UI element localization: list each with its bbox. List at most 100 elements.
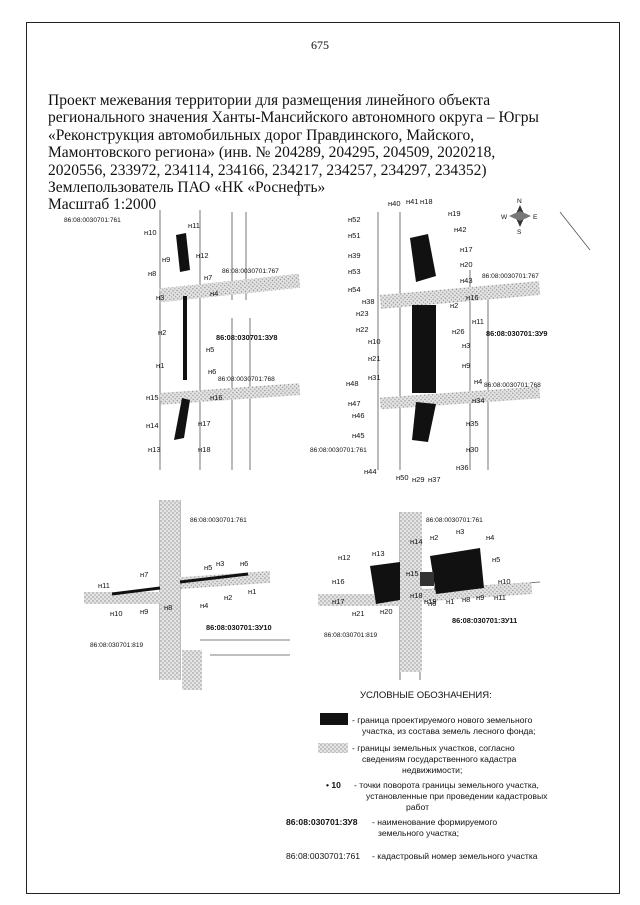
- point-label: н20: [460, 260, 472, 269]
- point-label: н16: [466, 293, 478, 302]
- parcel-name: 86:08:030701:ЗУ9: [486, 329, 548, 338]
- point-label: н38: [362, 297, 374, 306]
- point-label: н9: [140, 607, 148, 616]
- point-label: н16: [332, 577, 344, 586]
- parcel-name: 86:08:030701:ЗУ8: [216, 333, 278, 342]
- legend-item: 86:08:0030701:761 - кадастровый номер зе…: [286, 851, 538, 861]
- title-line: «Реконструкция автомобильных дорог Правд…: [48, 126, 475, 144]
- scale-line: Масштаб 1:2000: [48, 196, 157, 214]
- title-line: Проект межевания территории для размещен…: [48, 92, 491, 109]
- cadastral-number: 86:08:030701:819: [324, 632, 378, 639]
- point-label: н6: [428, 599, 436, 608]
- parcel-name: 86:08:030701:ЗУ10: [206, 623, 272, 632]
- planned-parcel: [176, 233, 190, 272]
- compass-east: E: [533, 214, 538, 221]
- point-label: н45: [352, 431, 364, 440]
- planned-parcel: [174, 398, 190, 440]
- legend-item: 86:08:030701:ЗУ8 - наименование формируе…: [286, 817, 498, 838]
- compass-north: N: [517, 198, 522, 205]
- point-label: н9: [476, 593, 484, 602]
- point-label: н4: [200, 601, 208, 610]
- point-label: н3: [462, 341, 470, 350]
- point-label: н10: [110, 609, 122, 618]
- point-label: н1: [446, 597, 454, 606]
- title-line: Землепользователь ПАО «НК «Роснефть»: [48, 179, 326, 197]
- legend-item: - граница проектируемого нового земельно…: [352, 715, 536, 736]
- point-label: н2: [158, 328, 166, 337]
- title-line: регионального значения Ханты-Мансийского…: [48, 109, 539, 127]
- point-label: н5: [492, 555, 500, 564]
- point-label: н21: [352, 609, 364, 618]
- point-label: н48: [346, 379, 358, 388]
- compass-south: S: [517, 229, 522, 236]
- parcel-name: 86:08:030701:ЗУ11: [452, 616, 517, 625]
- cadastral-parcel: [160, 500, 180, 680]
- point-label: н23: [356, 309, 368, 318]
- point-label: н11: [472, 317, 484, 326]
- cadastral-number: 86:08:0030701:761: [426, 517, 483, 524]
- planned-parcel: [430, 548, 484, 594]
- planned-parcel: [412, 305, 436, 393]
- legend-item: - границы земельных участков, согласно с…: [352, 743, 517, 775]
- planned-parcel: [111, 586, 161, 596]
- legend-heading: УСЛОВНЫЕ ОБОЗНАЧЕНИЯ:: [360, 690, 492, 701]
- cadastral-parcel: [182, 650, 202, 690]
- cadastral-number: 86:08:0030701:761: [190, 517, 247, 524]
- point-label: н4: [210, 289, 218, 298]
- cadastral-number: 86:08:0030701:767: [482, 273, 539, 280]
- point-label: н7: [434, 583, 442, 592]
- point-label: н2: [450, 301, 458, 310]
- cadastral-number: 86:08:0030701:761: [64, 217, 121, 224]
- point-label: н19: [448, 209, 460, 218]
- title-line: 2020556, 233972, 234114, 234166, 234217,…: [48, 161, 487, 179]
- point-label: н14: [146, 421, 158, 430]
- cadastral-number: 86:08:030701:819: [90, 642, 144, 649]
- point-label: н10: [498, 577, 510, 586]
- road-outline: [559, 211, 591, 251]
- point-label: н53: [348, 267, 360, 276]
- point-label: н6: [240, 559, 248, 568]
- compass-west: W: [501, 214, 508, 221]
- cadastral-parcel: [379, 281, 541, 309]
- page-number: 675: [311, 38, 329, 52]
- planned-parcel: [420, 572, 434, 586]
- point-label: н11: [98, 581, 110, 590]
- cadastral-parcel: [159, 383, 301, 405]
- point-label: н44: [364, 467, 376, 476]
- point-label: н42: [454, 225, 466, 234]
- point-label: н11: [188, 221, 200, 230]
- cadastral-parcel: [400, 512, 422, 672]
- point-label: н3: [456, 527, 464, 536]
- planned-parcel: [410, 234, 436, 282]
- point-label: н5: [206, 345, 214, 354]
- legend-swatch-hatch: [318, 743, 348, 753]
- point-label: н36: [456, 463, 468, 472]
- planned-parcel: [412, 402, 436, 442]
- point-label: н22: [356, 325, 368, 334]
- compass: N S W E: [501, 198, 538, 236]
- point-label: н10: [144, 228, 156, 237]
- point-label: н17: [198, 419, 210, 428]
- point-label: н1: [156, 361, 164, 370]
- point-label: н34: [472, 396, 484, 405]
- point-label: н4: [486, 533, 494, 542]
- point-label: н7: [140, 570, 148, 579]
- planned-parcel: [370, 562, 400, 604]
- page-frame: [26, 22, 620, 894]
- planned-parcel: [179, 572, 249, 584]
- road-outline: [159, 210, 201, 470]
- point-label: н10: [368, 337, 380, 346]
- point-label: н7: [204, 273, 212, 282]
- point-label: н4: [474, 377, 482, 386]
- point-label: н19: [424, 597, 436, 606]
- point-label: н12: [338, 553, 350, 562]
- point-label: н13: [148, 445, 160, 454]
- point-label: н13: [372, 549, 384, 558]
- map-zu10: н7 н11 н5 н3 н6 н10 н9 н8 н4 н2 н1 86:08…: [84, 500, 290, 690]
- point-label: н29: [412, 475, 424, 484]
- point-label: н17: [332, 597, 344, 606]
- point-label: н39: [348, 251, 360, 260]
- point-label: н9: [162, 255, 170, 264]
- point-label: н15: [146, 393, 158, 402]
- legend-item: • 10 - точки поворота границы земельного…: [326, 780, 548, 812]
